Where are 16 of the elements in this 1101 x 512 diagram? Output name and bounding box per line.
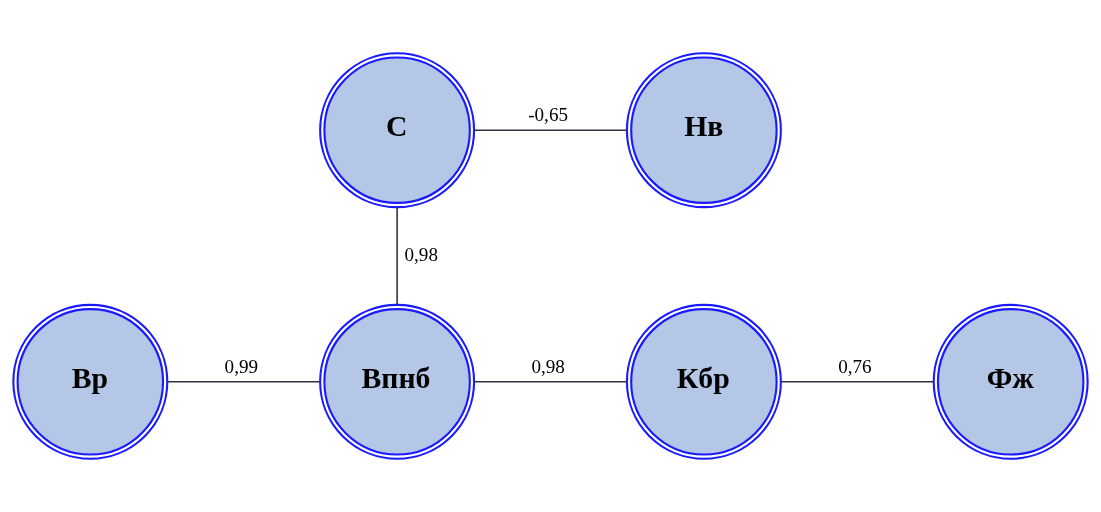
node-circle: Впнб bbox=[319, 303, 476, 460]
edge-label: -0,65 bbox=[528, 104, 568, 126]
node-circle: Кбр bbox=[625, 303, 782, 460]
edge-label: 0,76 bbox=[838, 355, 872, 377]
edge-label: 0,98 bbox=[404, 243, 438, 265]
connector bbox=[473, 381, 628, 383]
connector bbox=[473, 129, 628, 131]
node-circle: С bbox=[319, 52, 476, 209]
edge-label: 0,99 bbox=[224, 355, 259, 377]
connector bbox=[166, 381, 321, 383]
node-circle: Нв bbox=[625, 52, 782, 209]
connector bbox=[780, 381, 935, 383]
node-circle: Вр bbox=[12, 303, 169, 460]
connector bbox=[396, 206, 398, 306]
edge-label: 0,98 bbox=[531, 355, 565, 377]
node-circle: Фж bbox=[932, 303, 1089, 460]
